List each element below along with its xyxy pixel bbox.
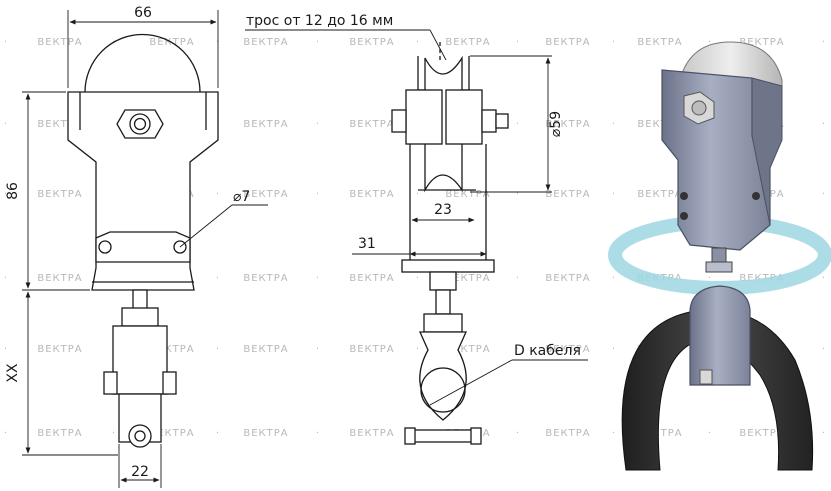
dim-cable-spec: трос от 12 до 16 мм bbox=[246, 13, 393, 29]
watermark-dot: · bbox=[708, 37, 712, 48]
watermark-dot: · bbox=[612, 428, 616, 439]
watermark-text: ВЕКТРА bbox=[637, 37, 682, 48]
watermark-text: ВЕКТРА bbox=[37, 428, 82, 439]
front-view bbox=[67, 33, 219, 448]
watermark-dot: · bbox=[416, 344, 420, 355]
watermark-dot: · bbox=[316, 189, 320, 200]
watermark-dot: · bbox=[516, 273, 520, 284]
watermark-text: ВЕКТРА bbox=[149, 344, 194, 355]
front-view-dimensions bbox=[22, 10, 268, 488]
dim-width-top: 66 bbox=[134, 5, 152, 21]
watermark-dot: · bbox=[416, 273, 420, 284]
watermark-text: ВЕКТРА bbox=[243, 119, 288, 130]
watermark-dot: · bbox=[416, 37, 420, 48]
watermark-text: ВЕКТРА bbox=[243, 37, 288, 48]
dim-height-bottom: XX bbox=[5, 363, 21, 383]
watermark-dot: · bbox=[216, 189, 220, 200]
watermark-dot: · bbox=[516, 428, 520, 439]
watermark-dot: · bbox=[516, 344, 520, 355]
product-render bbox=[608, 41, 831, 471]
watermark-dot: · bbox=[216, 273, 220, 284]
watermark-text: ВЕКТРА bbox=[637, 189, 682, 200]
watermark-text: ВЕКТРА bbox=[349, 189, 394, 200]
dim-bottom-width: 22 bbox=[131, 464, 149, 480]
watermark-text: ВЕКТРА bbox=[349, 428, 394, 439]
watermark-dot: · bbox=[4, 189, 8, 200]
watermark-text: ВЕКТРА bbox=[739, 37, 784, 48]
watermark-dot: · bbox=[822, 273, 826, 284]
watermark-text: ВЕКТРА bbox=[149, 428, 194, 439]
watermark-dot: · bbox=[612, 189, 616, 200]
watermark-text: ВЕКТРА bbox=[445, 344, 490, 355]
watermark-text: ВЕКТРА bbox=[37, 189, 82, 200]
watermark-text: ВЕКТРА bbox=[545, 119, 590, 130]
watermark-dot: · bbox=[316, 344, 320, 355]
dim-cable-label: D кабеля bbox=[514, 343, 581, 359]
watermark-text: ВЕКТРА bbox=[243, 273, 288, 284]
watermark-dot: · bbox=[4, 428, 8, 439]
watermark-dot: · bbox=[822, 37, 826, 48]
watermark-text: ВЕКТРА bbox=[349, 37, 394, 48]
watermark-text: ВЕКТРА bbox=[349, 119, 394, 130]
dim-hole-diameter: ⌀7 bbox=[233, 189, 250, 205]
watermark-dot: · bbox=[216, 37, 220, 48]
watermark-text: ВЕКТРА bbox=[37, 119, 82, 130]
watermark-text: ВЕКТРА bbox=[37, 344, 82, 355]
dim-overall-width: 31 bbox=[358, 236, 376, 252]
watermark-text: ВЕКТРА bbox=[349, 273, 394, 284]
watermark-text: ВЕКТРА bbox=[37, 273, 82, 284]
watermark-dot: · bbox=[4, 119, 8, 130]
watermark-dot: · bbox=[516, 37, 520, 48]
dim-height-left: 86 bbox=[5, 182, 21, 200]
side-view bbox=[391, 42, 509, 445]
dim-inner-width: 23 bbox=[434, 202, 452, 218]
watermark-dot: · bbox=[216, 428, 220, 439]
watermark-text: ВЕКТРА bbox=[349, 344, 394, 355]
watermark-dot: · bbox=[216, 344, 220, 355]
watermark-text: ВЕКТРА bbox=[445, 189, 490, 200]
watermark-text: ВЕКТРА bbox=[545, 344, 590, 355]
watermark-dot: · bbox=[416, 189, 420, 200]
watermark-dot: · bbox=[708, 428, 712, 439]
watermark-text: ВЕКТРА bbox=[445, 37, 490, 48]
watermark-dot: · bbox=[316, 428, 320, 439]
watermark-dot: · bbox=[612, 344, 616, 355]
side-view-dimensions bbox=[245, 29, 588, 406]
watermark-dot: · bbox=[612, 119, 616, 130]
watermark-text: ВЕКТРА bbox=[243, 344, 288, 355]
watermark-text: ВЕКТРА bbox=[445, 273, 490, 284]
watermark-text: ВЕКТРА bbox=[243, 189, 288, 200]
watermark-dot: · bbox=[316, 37, 320, 48]
watermark-text: ВЕКТРА bbox=[739, 428, 784, 439]
watermark-text: ВЕКТРА bbox=[545, 189, 590, 200]
watermark-dot: · bbox=[316, 273, 320, 284]
watermark-dot: · bbox=[822, 428, 826, 439]
watermark-text: ВЕКТРА bbox=[545, 428, 590, 439]
watermark-dot: · bbox=[822, 344, 826, 355]
watermark-dot: · bbox=[822, 189, 826, 200]
watermark-dot: · bbox=[822, 119, 826, 130]
watermark-text: ВЕКТРА bbox=[243, 428, 288, 439]
watermark-text: ВЕКТРА bbox=[637, 428, 682, 439]
watermark-text: ВЕКТРА bbox=[637, 119, 682, 130]
watermark-dot: · bbox=[612, 37, 616, 48]
watermark-dot: · bbox=[516, 119, 520, 130]
watermark-dot: · bbox=[4, 37, 8, 48]
dim-wheel-diameter: ⌀59 bbox=[548, 111, 564, 137]
watermark-text: ВЕКТРА bbox=[545, 37, 590, 48]
watermark-dot: · bbox=[516, 189, 520, 200]
watermark-text: ВЕКТРА bbox=[37, 37, 82, 48]
watermark-dot: · bbox=[708, 273, 712, 284]
watermark-dot: · bbox=[4, 344, 8, 355]
watermark-dot: · bbox=[316, 119, 320, 130]
watermark-text: ВЕКТРА bbox=[545, 273, 590, 284]
watermark-dot: · bbox=[612, 273, 616, 284]
watermark-dot: · bbox=[112, 428, 116, 439]
watermark-dot: · bbox=[4, 273, 8, 284]
